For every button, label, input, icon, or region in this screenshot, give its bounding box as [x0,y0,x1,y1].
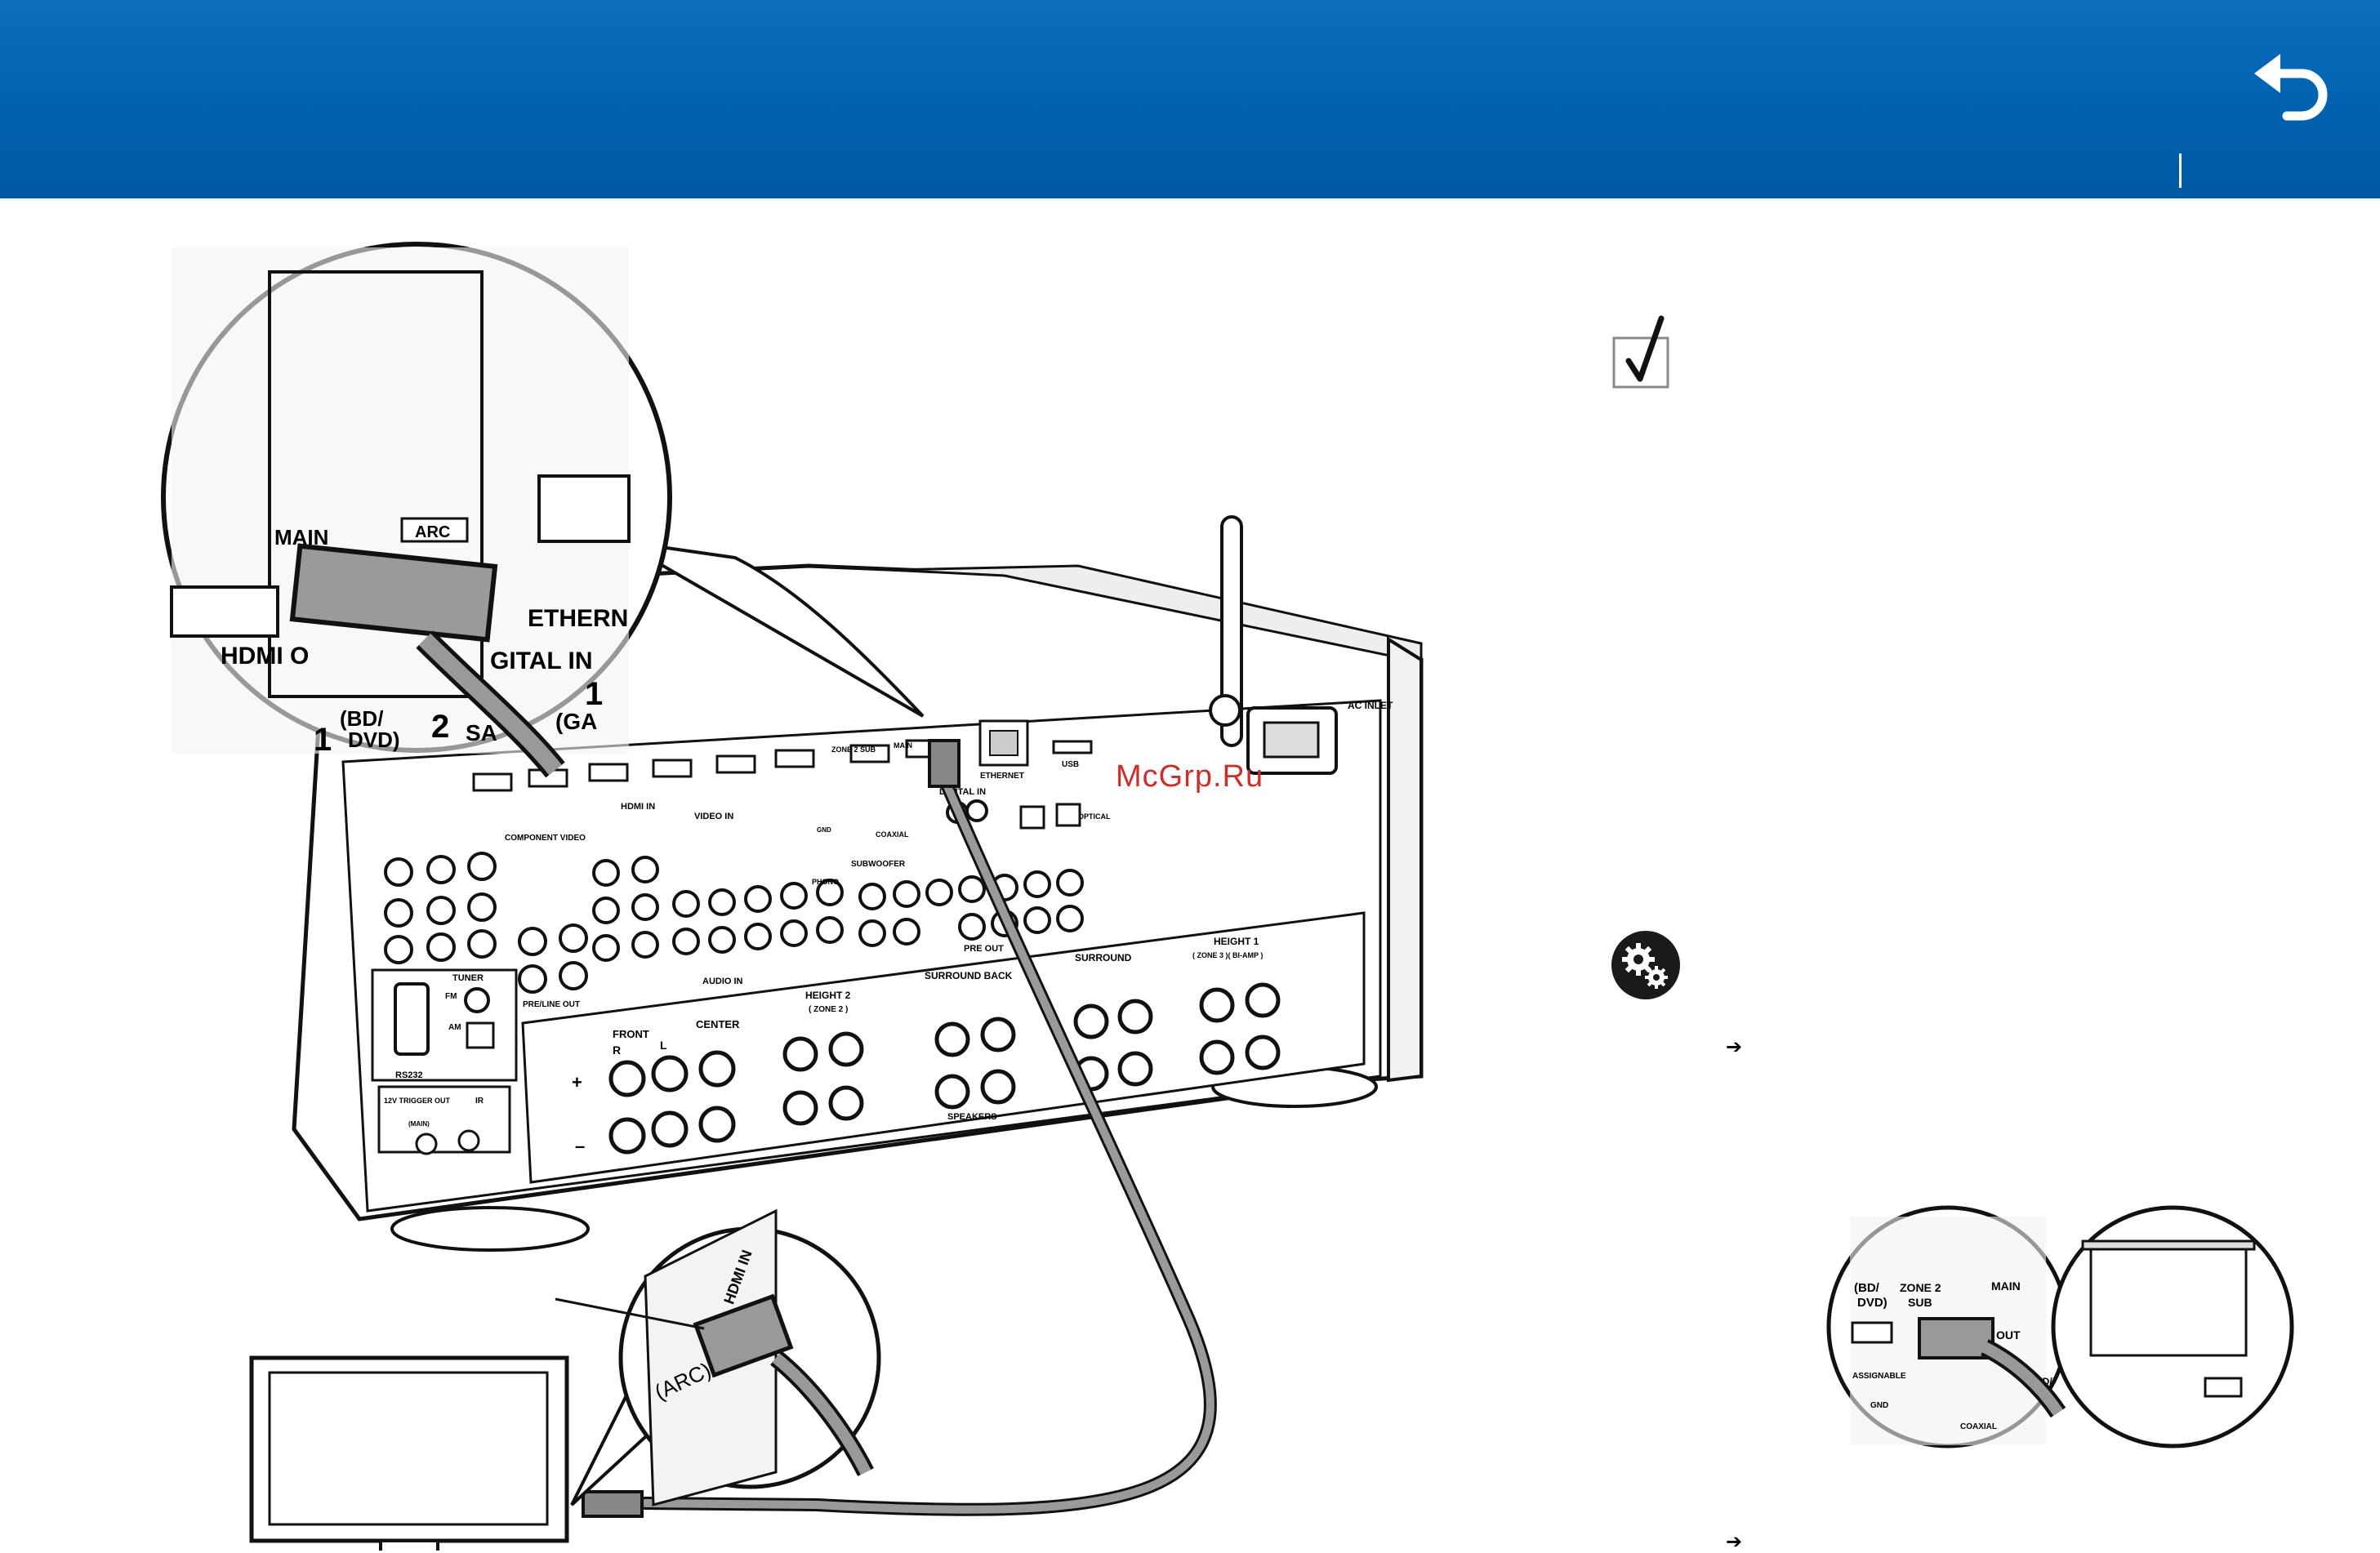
ethernet-label: ETHERNET [980,772,1024,781]
zoom-in1-label-bot: DVD) [348,728,400,752]
inset-coaxial: COAXIAL [1960,1422,1997,1431]
zoom-hdmi-out-label: HDMI O [221,643,309,670]
video-in-label: VIDEO IN [694,812,733,821]
zoom-receiver-hdmi-out: MAIN ARC ETHERN HDMI O GITAL IN 1 (BD/ D… [161,242,925,778]
rca-jack-grid [384,799,1084,994]
rs232-label: RS232 [395,1070,423,1080]
phono-label: PHONO [812,878,839,886]
gears-icon [1611,931,1680,999]
speaker-terminals [608,982,1281,1155]
inset-assignable: ASSIGNABLE [1852,1372,1906,1381]
usb-label: USB [1062,760,1079,769]
tuner-label: TUNER [452,973,484,983]
zoom-in1-num: 1 [314,722,332,758]
subwoofer-label: SUBWOOFER [851,860,906,869]
minus-label: – [575,1136,585,1156]
header-divider [2179,154,2182,188]
zoom-in2-label: SA [466,720,497,745]
zoom-tv-hdmi-in: HDMI IN (ARC) [555,1208,881,1506]
zone3-biamp-label: ( ZONE 3 )( BI-AMP ) [1192,951,1263,959]
header-bar [0,0,2380,198]
r-label: R [613,1043,621,1057]
av-receiver: AC INLET HDMI IN ZONE 2 SUB MAIN ETHERNE… [292,515,1424,1252]
front-label: FRONT [613,1028,649,1040]
zoom-in2-num: 2 [431,709,449,745]
zoom-digital-label: (GA [555,709,597,734]
gnd-label: GND [817,826,831,834]
speakers-label: SPEAKERS [947,1112,997,1122]
arrow-marker: ➔ [1726,1035,1743,1058]
center-label: CENTER [696,1018,740,1030]
surround-label: SURROUND [1075,952,1132,963]
coaxial-label: COAXIAL [876,830,909,839]
zone-inset-illustration: (BD/ DVD) ZONE 2 SUB MAIN OUT ASSIGNABLE… [1826,1205,2294,1448]
ac-inlet-label: AC INLET [1348,700,1393,711]
zoom-in1-label-top: (BD/ [340,706,383,731]
surround-back-label: SURROUND BACK [925,970,1013,981]
inset-bd-bot: DVD) [1857,1296,1888,1310]
zoom-ethernet-label: ETHERN [528,605,628,632]
connection-illustration: AC INLET HDMI IN ZONE 2 SUB MAIN ETHERNE… [161,242,1424,1551]
pre-out-label: PRE OUT [964,944,1004,954]
main-small-label: MAIN [894,741,912,750]
inset-main: MAIN [1991,1279,2021,1293]
arrow-marker: ➔ [1726,1530,1743,1553]
zone2-label: ( ZONE 2 ) [809,1005,848,1014]
plus-label: + [572,1072,582,1092]
checkmark-box-icon [1612,315,1669,389]
back-button[interactable] [2244,46,2334,127]
optical-label: OPTICAL [1078,812,1111,821]
television [249,1355,569,1551]
watermark-text: McGrp.Ru [1116,759,1264,794]
inset-out: OUT [1996,1328,2021,1342]
zone2-sub-label: ZONE 2 SUB [831,745,876,754]
l-label: L [660,1039,667,1052]
fm-label: FM [445,992,457,1001]
settings-gear-badge [1611,930,1681,1000]
inset-bd-top: (BD/ [1854,1281,1880,1295]
note-check-box [1612,315,1669,389]
zoom-digital-num: 1 [585,676,603,712]
ir-label: IR [475,1097,484,1106]
inset-zone2: ZONE 2 [1900,1281,1941,1294]
height2-label: HEIGHT 2 [805,990,851,1001]
am-label: AM [448,1023,461,1032]
main-trigger-label: (MAIN) [408,1120,430,1128]
audio-in-label: AUDIO IN [702,977,743,986]
zoom-arc-label: ARC [415,523,450,541]
inset-sub: SUB [1908,1296,1932,1309]
hdmi-in-label: HDMI IN [621,802,655,812]
pre-line-out-label: PRE/LINE OUT [523,1000,580,1009]
height1-label: HEIGHT 1 [1214,936,1259,947]
undo-arrow-icon [2254,54,2328,121]
component-video-label: COMPONENT VIDEO [505,834,586,843]
zoom-digital-in-label: GITAL IN [490,647,593,674]
trigger-label: 12V TRIGGER OUT [384,1097,451,1105]
inset-gnd: GND [1870,1401,1888,1410]
